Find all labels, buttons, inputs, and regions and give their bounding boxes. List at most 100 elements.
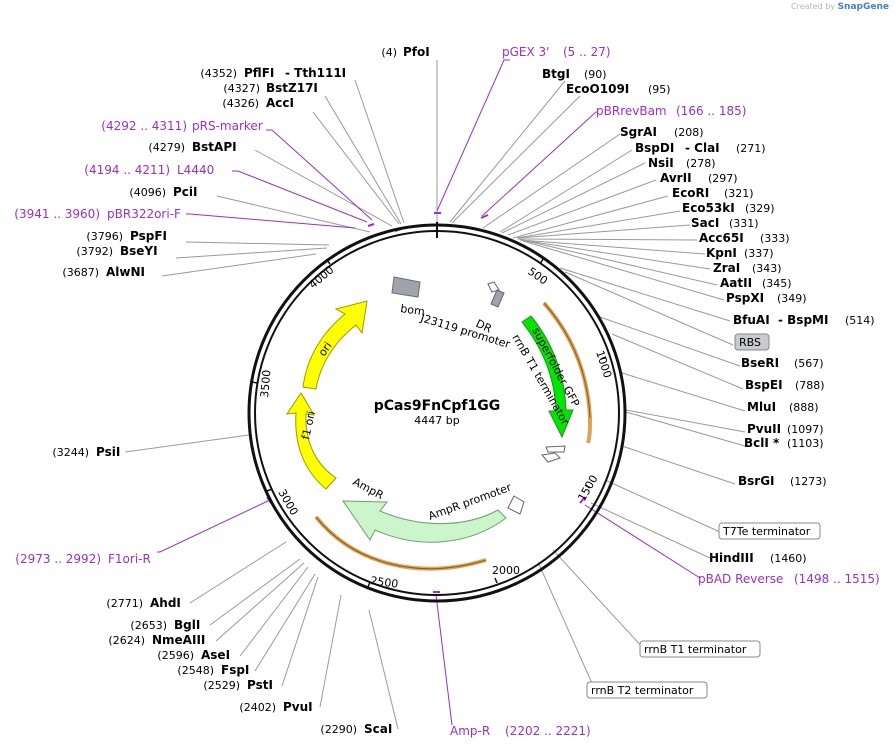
site-name-bspmi[interactable]: - BspMI <box>778 313 828 327</box>
site-pos-eco53ki: (329) <box>745 202 775 215</box>
site-pos-hindiii: (1460) <box>770 552 807 565</box>
rrnb-t1-terminator-box <box>639 640 761 658</box>
site-name-pcii[interactable]: PciI <box>173 185 198 199</box>
site-name-tth111i[interactable]: - Tth111I <box>285 66 346 80</box>
primer-pbad-reverse-range: (1498 .. 1515) <box>794 572 880 586</box>
ampr-promoter-feature <box>507 495 525 515</box>
rrnb-t1-terminator-box-label[interactable]: rrnB T1 terminator <box>644 643 747 656</box>
tick-label-4000: 4000 <box>307 263 337 291</box>
site-pos-pspxi: (349) <box>777 292 807 305</box>
primer-prs-marker-name[interactable]: pRS-marker <box>192 119 263 133</box>
site-name-btgi[interactable]: BtgI <box>542 67 570 81</box>
site-name-nmeaiii[interactable]: NmeAIII <box>152 633 205 647</box>
tick-label-3500: 3500 <box>258 369 273 398</box>
j23119-label: J23119 promoter <box>418 311 512 351</box>
superfolder-gfp-feature <box>521 315 574 439</box>
site-name-bspei[interactable]: BspEI <box>745 378 783 392</box>
site-name-bsrgi[interactable]: BsrGI <box>738 474 775 488</box>
site-pos-acci: (4326) <box>222 97 259 110</box>
primer-prs-marker-range: (4292 .. 4311) <box>101 119 187 133</box>
site-name-alwni[interactable]: AlwNI <box>106 265 145 279</box>
site-name-bseri[interactable]: BseRI <box>741 356 779 370</box>
site-name-bseyi[interactable]: BseYI <box>120 244 158 258</box>
site-name-avrii[interactable]: AvrII <box>660 171 692 185</box>
site-pos-bstz17i: (4327) <box>223 82 260 95</box>
site-name-pspxi[interactable]: PspXI <box>726 291 764 305</box>
site-name-eco53ki[interactable]: Eco53kI <box>682 201 735 215</box>
site-name-nsii[interactable]: NsiI <box>648 156 674 170</box>
site-name-bstz17i[interactable]: BstZ17I <box>266 81 318 95</box>
site-name-acc65i[interactable]: Acc65I <box>699 231 744 245</box>
site-name-bcli[interactable]: BclI * <box>744 436 780 450</box>
site-name-kpni[interactable]: KpnI <box>706 246 737 260</box>
site-pos-bgli: (2653) <box>130 619 167 632</box>
primer-f1ori-r-name[interactable]: F1ori-R <box>108 552 151 566</box>
rbs-label[interactable]: RBS <box>739 336 761 349</box>
site-pos-pfoi: (4) <box>381 46 397 59</box>
primer-pbr322ori-f-range: (3941 .. 3960) <box>14 207 100 221</box>
site-name-aatii[interactable]: AatII <box>720 276 752 290</box>
primer-amp-r-name[interactable]: Amp-R <box>450 724 490 738</box>
site-name-fspi[interactable]: FspI <box>221 663 249 677</box>
primer-pbr322ori-f-name[interactable]: pBR322ori-F <box>107 207 181 221</box>
primer-pgex3-name[interactable]: pGEX 3' <box>502 45 549 59</box>
site-name-pspfi[interactable]: PspFI <box>130 229 167 243</box>
ampr-label: AmpR <box>351 475 386 502</box>
site-name-ecori[interactable]: EcoRI <box>672 186 709 200</box>
site-name-saci[interactable]: SacI <box>691 216 719 230</box>
f1-ori-label: f1 ori <box>299 410 318 441</box>
site-pos-bspei: (788) <box>795 379 825 392</box>
bom-label: bom <box>400 302 426 318</box>
plasmid-size: 4447 bp <box>414 414 459 427</box>
site-name-hindiii[interactable]: HindIII <box>709 551 754 565</box>
site-name-ecoo109i[interactable]: EcoO109I <box>566 82 629 96</box>
site-name-pvui[interactable]: PvuI <box>283 700 313 714</box>
brand-watermark: Created by SnapGene <box>791 2 889 12</box>
primer-pbad-reverse-name[interactable]: pBAD Reverse <box>698 572 783 586</box>
primer-leader-lines <box>157 59 701 726</box>
ori-feature <box>302 300 368 390</box>
primer-l4440-name[interactable]: L4440 <box>177 163 214 177</box>
site-pos-pvui: (2402) <box>239 701 276 714</box>
rbs-box <box>734 333 770 351</box>
site-name-asei[interactable]: AseI <box>201 648 230 662</box>
enzyme-labels-right: BtgI (90) EcoO109I (95) SgrAI (208) BspD… <box>542 67 875 565</box>
plasmid-name: pCas9FnCpf1GG <box>374 398 500 414</box>
site-name-bstapi[interactable]: BstAPI <box>192 140 237 154</box>
tick-label-2500: 2500 <box>370 574 400 591</box>
site-pos-bspdi: (271) <box>736 142 766 155</box>
site-name-bgli[interactable]: BglI <box>174 618 200 632</box>
site-name-bfuai[interactable]: BfuAI <box>733 313 770 327</box>
site-pos-pcii: (4096) <box>129 186 166 199</box>
site-name-psti[interactable]: PstI <box>247 678 273 692</box>
site-pos-asei: (2596) <box>157 649 194 662</box>
site-name-psii[interactable]: PsiI <box>96 445 120 459</box>
boxed-labels: RBS T7Te terminator rrnB T1 terminator r… <box>586 333 821 699</box>
rrnb-t2-terminator-box-label[interactable]: rrnB T2 terminator <box>591 684 694 697</box>
j23119-promoter-arrow <box>487 281 500 293</box>
site-pos-bsrgi: (1273) <box>790 475 827 488</box>
primer-pbrrevbam-name[interactable]: pBRrevBam <box>596 104 667 118</box>
site-name-zrai[interactable]: ZraI <box>713 261 740 275</box>
site-name-sgrai[interactable]: SgrAI <box>620 125 657 139</box>
site-name-acci[interactable]: AccI <box>266 96 294 110</box>
site-name-ahdi[interactable]: AhdI <box>150 596 181 610</box>
site-name-pvuii[interactable]: PvuII <box>747 422 781 436</box>
site-pos-bseyi: (3792) <box>76 245 113 258</box>
site-name-mlui[interactable]: MluI <box>747 400 776 414</box>
site-pos-sgrai: (208) <box>674 126 704 139</box>
site-name-pfoi[interactable]: PfoI <box>403 45 430 59</box>
site-name-scai[interactable]: ScaI <box>364 722 392 736</box>
site-pos-kpni: (337) <box>744 247 774 260</box>
site-pos-ecori: (321) <box>724 187 754 200</box>
tick-label-2000: 2000 <box>492 564 520 577</box>
site-name-clai[interactable]: - ClaI <box>685 141 720 155</box>
t7te-terminator-label[interactable]: T7Te terminator <box>722 525 811 538</box>
primer-labels: pGEX 3' (5 .. 27) pBRrevBam (166 .. 185)… <box>14 45 879 738</box>
site-pos-nmeaiii: (2624) <box>108 634 145 647</box>
rrnb-t2-terminator-box <box>586 681 708 699</box>
site-name-bspdi[interactable]: BspDI <box>635 141 674 155</box>
bom-feature <box>391 276 421 298</box>
site-name-pflfi[interactable]: PflFI <box>244 66 274 80</box>
